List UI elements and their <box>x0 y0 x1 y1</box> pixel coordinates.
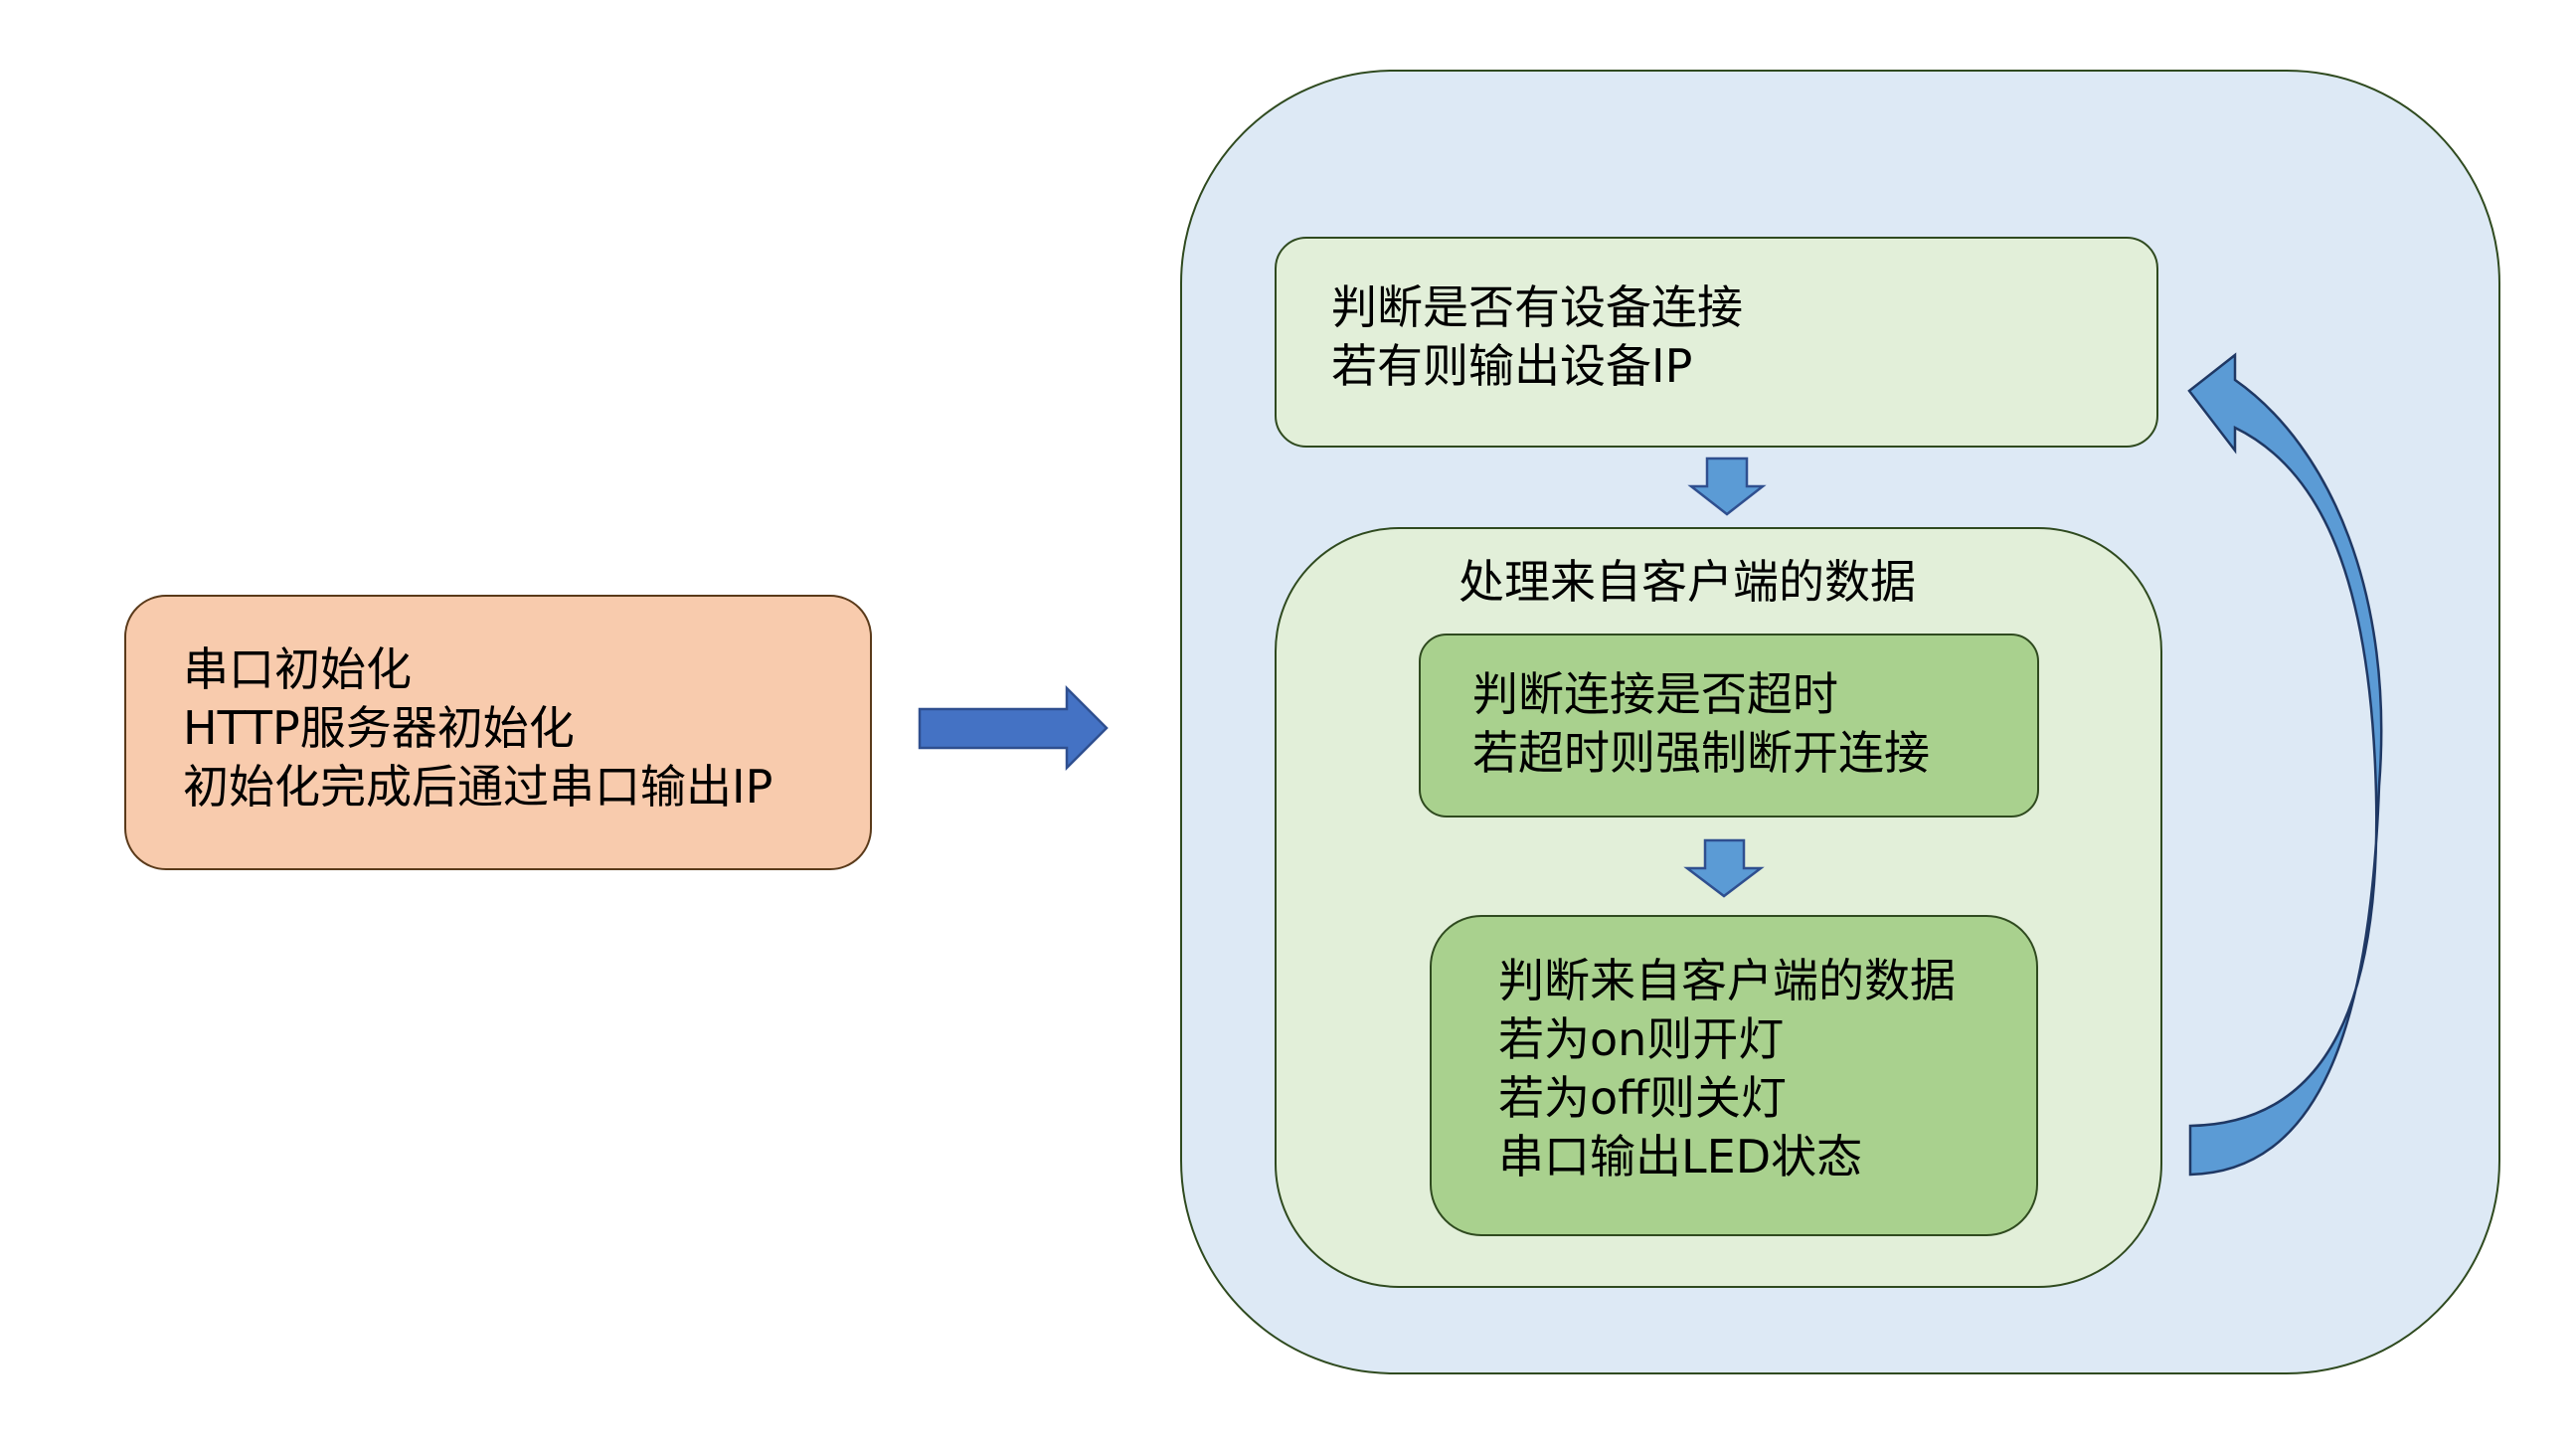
check-to-process-arrow <box>1687 456 1767 516</box>
init-line-3: 初始化完成后通过串口输出IP <box>183 760 773 814</box>
data-line-4: 串口输出LED状态 <box>1498 1130 1863 1183</box>
data-line-1: 判断来自客户端的数据 <box>1498 954 1956 1007</box>
timeout-check-box: 判断连接是否超时 若超时则强制断开连接 <box>1419 634 2039 818</box>
client-data-text: 判断来自客户端的数据 若为on则开灯 若为off则关灯 串口输出LED状态 <box>1498 952 1956 1186</box>
init-box: 串口初始化 HTTP服务器初始化 初始化完成后通过串口输出IP <box>124 595 872 870</box>
check-line-1: 判断是否有设备连接 <box>1331 280 1743 334</box>
timeout-line-1: 判断连接是否超时 <box>1472 667 1838 721</box>
init-text: 串口初始化 HTTP服务器初始化 初始化完成后通过串口输出IP <box>183 640 773 817</box>
loop-back-curved-arrow <box>2187 352 2383 1177</box>
init-line-2: HTTP服务器初始化 <box>183 701 575 755</box>
process-title: 处理来自客户端的数据 <box>1459 555 1916 609</box>
timeout-line-2: 若超时则强制断开连接 <box>1472 726 1930 780</box>
data-line-3: 若为off则关灯 <box>1498 1071 1787 1125</box>
init-line-1: 串口初始化 <box>183 642 412 696</box>
init-to-loop-arrow <box>918 684 1109 772</box>
timeout-text: 判断连接是否超时 若超时则强制断开连接 <box>1472 665 1930 783</box>
check-line-2: 若有则输出设备IP <box>1331 339 1693 393</box>
client-data-box: 判断来自客户端的数据 若为on则开灯 若为off则关灯 串口输出LED状态 <box>1430 915 2038 1236</box>
timeout-to-data-arrow <box>1683 838 1765 898</box>
check-text: 判断是否有设备连接 若有则输出设备IP <box>1331 278 1743 396</box>
check-connection-box: 判断是否有设备连接 若有则输出设备IP <box>1275 237 2158 448</box>
data-line-2: 若为on则开灯 <box>1498 1012 1785 1066</box>
